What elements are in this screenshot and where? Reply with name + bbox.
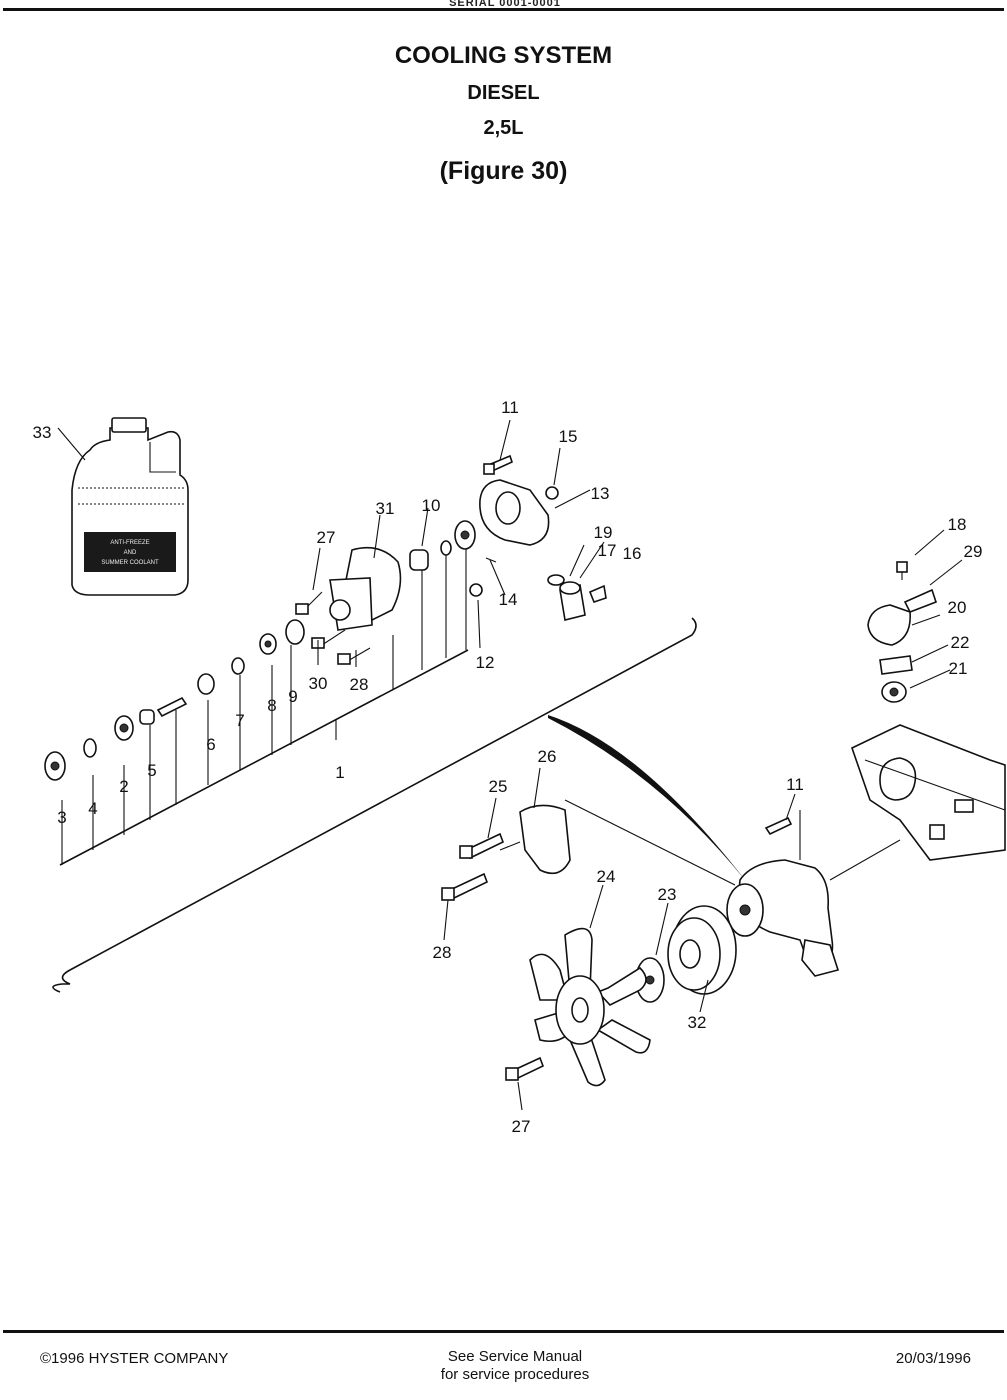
callout-14: 14 (499, 590, 518, 609)
callout-11a: 11 (501, 398, 519, 417)
cooling-fan (505, 927, 651, 1087)
thermostat-group (867, 561, 938, 703)
callout-5: 5 (147, 761, 156, 780)
water-pump (726, 810, 901, 977)
callout-24: 24 (597, 867, 616, 886)
engine-size: 2,5L (483, 117, 524, 139)
callout-15: 15 (559, 427, 578, 446)
callout-1: 1 (335, 763, 344, 782)
top-rule (3, 8, 1004, 11)
callout-11b: 11 (786, 775, 804, 794)
callout-19: 19 (594, 523, 613, 542)
copyright-notice: ©1996 HYSTER COMPANY (40, 1350, 229, 1367)
engine-block-fragment (851, 724, 1006, 861)
outlet-parts (547, 574, 607, 621)
callout-33: 33 (33, 423, 52, 442)
assembly-arrow (548, 715, 745, 880)
figure-number: (Figure 30) (439, 157, 568, 185)
callout-25: 25 (489, 777, 508, 796)
callout-4: 4 (88, 799, 97, 818)
pulley-and-spacer (635, 905, 737, 1003)
bottom-rule (3, 1330, 1004, 1333)
clipped-header-text: SERIAL 0001-0001 (449, 0, 561, 9)
callout-27a: 27 (317, 528, 336, 547)
exploded-parts-diagram: ANTI-FREEZE AND SUMMER COOLANT (33, 398, 1006, 1136)
callout-28b: 28 (433, 943, 452, 962)
engine-type: DIESEL (467, 82, 540, 104)
callout-18: 18 (948, 515, 967, 534)
callout-17: 17 (598, 541, 617, 560)
jug-label-line2: AND (124, 550, 137, 556)
pump-housing-assembly (295, 546, 402, 665)
callout-10: 10 (422, 496, 441, 515)
pump-bracket (441, 799, 736, 901)
coolant-jug: ANTI-FREEZE AND SUMMER COOLANT (71, 417, 189, 596)
callout-3: 3 (57, 808, 66, 827)
callout-20: 20 (948, 598, 967, 617)
callout-22: 22 (951, 633, 970, 652)
page-title: COOLING SYSTEM (394, 42, 613, 69)
small-parts (44, 520, 476, 781)
callout-29: 29 (964, 542, 983, 561)
service-note: See Service Manual for service procedure… (390, 1348, 640, 1384)
callout-9: 9 (288, 687, 297, 706)
callout-7: 7 (235, 711, 244, 730)
callout-12: 12 (476, 653, 495, 672)
kit-leader-lines (61, 545, 467, 865)
callout-16: 16 (623, 544, 642, 563)
callout-31: 31 (376, 499, 395, 518)
callout-28a: 28 (350, 675, 369, 694)
callout-26: 26 (538, 747, 557, 766)
jug-label-line1: ANTI-FREEZE (110, 540, 149, 546)
callout-numbers: 1 2 3 4 5 6 7 8 9 10 11 12 13 14 15 16 1… (33, 398, 983, 1136)
callout-27b: 27 (512, 1117, 531, 1136)
callout-13: 13 (591, 484, 610, 503)
callout-21: 21 (949, 659, 968, 678)
callout-8: 8 (267, 696, 276, 715)
thermostat-housing (469, 454, 559, 597)
callout-30: 30 (309, 674, 328, 693)
callout-2: 2 (119, 777, 128, 796)
callout-6: 6 (206, 735, 215, 754)
callout-32: 32 (688, 1013, 707, 1032)
callout-23: 23 (658, 885, 677, 904)
callout-arrows (57, 419, 963, 1111)
kit-outline (52, 617, 697, 993)
service-note-line1: See Service Manual (447, 1348, 583, 1365)
jug-label-line3: SUMMER COOLANT (101, 560, 159, 566)
publication-date: 20/03/1996 (895, 1350, 971, 1367)
service-note-line2: for service procedures (440, 1366, 590, 1383)
